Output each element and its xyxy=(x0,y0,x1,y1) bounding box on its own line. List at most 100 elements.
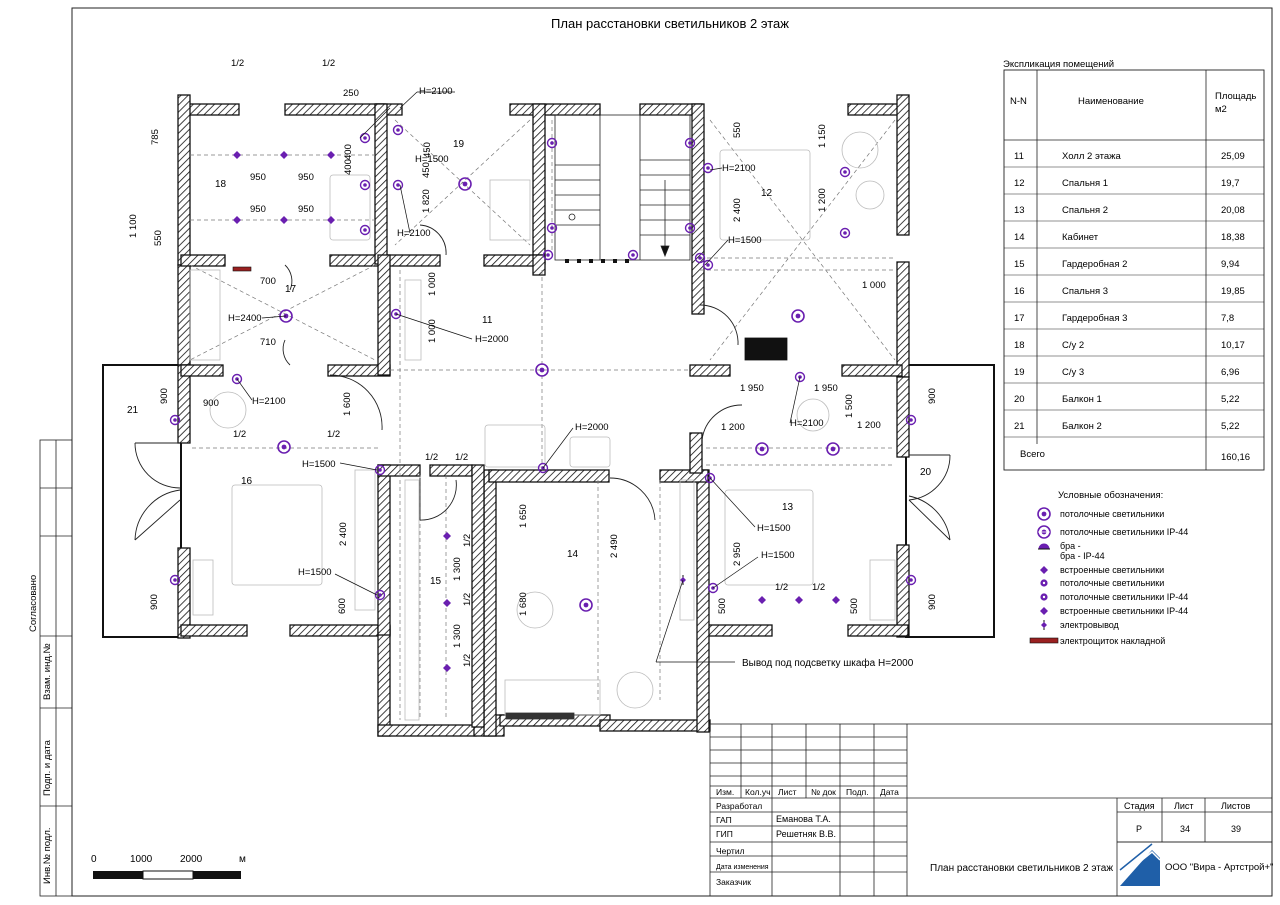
ceiling-light-icon xyxy=(579,598,593,612)
room-number: 21 xyxy=(127,405,139,416)
dimension-label: 250 xyxy=(343,88,359,99)
explication-row-name: Спальня 1 xyxy=(1062,178,1108,189)
dimension-label: 550 xyxy=(153,230,164,246)
dimension-label: 1/2 xyxy=(233,429,246,440)
legend-ceiling-ip44-icon xyxy=(1037,525,1051,539)
side-label-inv: Инв.№ подл. xyxy=(42,827,53,884)
tb-role: ГИП xyxy=(716,829,733,839)
legend-label: потолочные светильники IP-44 xyxy=(1060,527,1188,537)
explication-row-n: 16 xyxy=(1014,286,1025,297)
dimension-label: 2 950 xyxy=(732,542,743,566)
explication-row-n: 19 xyxy=(1014,367,1025,378)
walls xyxy=(177,94,910,737)
legend-label: встроенные светильники xyxy=(1060,565,1164,575)
tb-column-header: Лист xyxy=(778,787,797,797)
doors xyxy=(134,224,951,541)
dimension-label: 1 150 xyxy=(817,124,828,148)
wall-sconce-icon xyxy=(684,137,696,149)
dimension-label: 1 650 xyxy=(518,504,529,528)
dimension-label: 400 xyxy=(343,159,354,175)
room-number: 17 xyxy=(285,284,297,295)
explication-row-area: 6,96 xyxy=(1221,367,1240,378)
dimension-label: 500 xyxy=(717,598,728,614)
height-label: H=1500 xyxy=(761,550,795,561)
stairs xyxy=(554,114,691,261)
dimension-label: 900 xyxy=(203,398,219,409)
explication-header-name: Наименование xyxy=(1078,96,1144,107)
dimension-label: 710 xyxy=(260,337,276,348)
legend-small-ceiling-ip44-icon xyxy=(1040,593,1048,601)
dimension-label: 1/2 xyxy=(327,429,340,440)
dimension-label: 1 950 xyxy=(740,383,764,394)
explication-row-n: 13 xyxy=(1014,205,1025,216)
wall-sconce-icon xyxy=(359,132,371,144)
explication-title: Экспликация помещений xyxy=(1003,59,1114,70)
explication-row-n: 15 xyxy=(1014,259,1025,270)
wall-sconce-icon xyxy=(169,574,181,586)
floor-plan xyxy=(102,94,995,737)
drawing-title: План расстановки светильников 2 этаж xyxy=(551,16,789,31)
tb-role: Чертил xyxy=(716,846,745,856)
explication-row-area: 7,8 xyxy=(1221,313,1234,324)
room-number: 12 xyxy=(761,188,773,199)
dimension-label: 1/2 xyxy=(462,534,473,547)
dimension-label: 1 200 xyxy=(857,420,881,431)
balcony-20-outline xyxy=(905,364,995,638)
dimension-label: 900 xyxy=(927,594,938,610)
scale-label-2000: 2000 xyxy=(180,854,203,865)
wall-sconce-icon xyxy=(374,589,386,601)
explication-row-n: 12 xyxy=(1014,178,1025,189)
dimension-label: 1 000 xyxy=(427,272,438,296)
legend-label: электровывод xyxy=(1060,620,1120,630)
dimension-label: 1 950 xyxy=(814,383,838,394)
tb-column-header: № док xyxy=(811,787,836,797)
tb-role: ГАП xyxy=(716,815,732,825)
dimension-label: 1 300 xyxy=(452,557,463,581)
wall-sconce-icon xyxy=(684,222,696,234)
height-label: H=1500 xyxy=(415,154,449,165)
side-label-sign-date: Подп. и дата xyxy=(42,739,53,796)
explication-row-area: 9,94 xyxy=(1221,259,1240,270)
dimension-label: 400 xyxy=(343,144,354,160)
dimension-label: 1 300 xyxy=(452,624,463,648)
wall-sconce-icon xyxy=(546,137,558,149)
height-label: H=2100 xyxy=(790,418,824,429)
dimension-label: 900 xyxy=(159,388,170,404)
room-number: 15 xyxy=(430,576,442,587)
wall-sconce-icon xyxy=(359,224,371,236)
explication-row-name: Балкон 2 xyxy=(1062,421,1102,432)
tb-column-header: Кол.уч xyxy=(745,787,771,797)
explication-row-area: 5,22 xyxy=(1221,421,1240,432)
dimension-label: 1 000 xyxy=(427,319,438,343)
tb-stage-label: Стадия xyxy=(1124,801,1155,811)
dimension-label: 1/2 xyxy=(322,58,335,69)
explication-total-label: Всего xyxy=(1020,449,1045,460)
furniture xyxy=(189,131,896,721)
room-number: 11 xyxy=(482,315,493,326)
ceiling-light-icon xyxy=(277,440,291,454)
height-label: H=1500 xyxy=(302,459,336,470)
legend-label: бра - IP-44 xyxy=(1060,551,1105,561)
recessed-light-icon xyxy=(327,151,335,159)
recessed-light-icon xyxy=(758,596,766,604)
dimension-label: 1/2 xyxy=(462,654,473,667)
room-number: 18 xyxy=(215,179,227,190)
dimension-label: 1 820 xyxy=(421,189,432,213)
recessed-light-icon xyxy=(280,216,288,224)
tb-gap-name: Еманова Т.А. xyxy=(776,814,831,824)
height-label: H=2400 xyxy=(228,313,262,324)
recessed-light-icon xyxy=(233,216,241,224)
balcony-21-outline xyxy=(102,364,182,638)
explication-row-name: Балкон 1 xyxy=(1062,394,1102,405)
dimension-label: 1 500 xyxy=(844,394,855,418)
height-label: H=1500 xyxy=(757,523,791,534)
tb-stage-value: Р xyxy=(1136,824,1142,834)
dimension-label: 1 200 xyxy=(721,422,745,433)
legend-label: электрощиток накладной xyxy=(1060,636,1165,646)
dimension-label: 1 100 xyxy=(128,214,139,238)
dimension-label: 2 490 xyxy=(609,534,620,558)
